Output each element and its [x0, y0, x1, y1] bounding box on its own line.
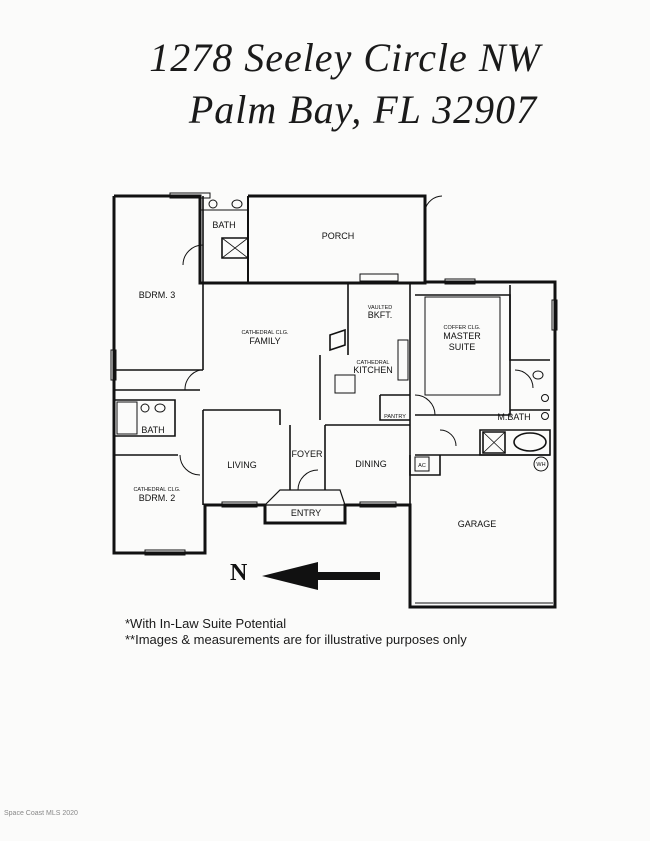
wall [116, 401, 138, 435]
sink [208, 199, 218, 209]
arrow-head [262, 562, 318, 590]
bdrm3-label: BDRM. 3 [139, 290, 176, 300]
north-letter: N [230, 560, 248, 586]
window [551, 299, 558, 331]
wall [203, 409, 281, 425]
bdrm2-label: BDRM. 2 [139, 493, 176, 503]
wall [509, 285, 550, 361]
note-disclaimer: **Images & measurements are for illustra… [125, 632, 467, 647]
door-swing [439, 429, 457, 447]
kitchen-label: KITCHEN [353, 365, 393, 375]
bath-upper-label: BATH [212, 220, 235, 230]
toilet [532, 370, 544, 380]
wall [379, 394, 410, 421]
address-line-1: 1278 Seeley Circle NW [149, 35, 541, 80]
window [359, 501, 397, 508]
master-label-2: SUITE [449, 342, 476, 352]
door-swing [297, 469, 319, 491]
window [359, 273, 399, 282]
arrow-shaft [310, 572, 380, 580]
door-swing [514, 369, 534, 389]
wh-label: WH [536, 462, 545, 468]
wall [329, 328, 346, 352]
bkft-label: BKFT. [368, 310, 393, 320]
sink [140, 403, 150, 413]
window [444, 278, 476, 285]
master-label-1: MASTER [443, 331, 481, 341]
mbath-label: M.BATH [497, 412, 530, 422]
appliance [334, 374, 356, 394]
note-inlaw: *With In-Law Suite Potential [125, 616, 287, 631]
bath-lower-label: BATH [141, 425, 164, 435]
ac-unit [414, 456, 430, 472]
foyer-label: FOYER [291, 449, 323, 459]
mls-watermark: Space Coast MLS 2020 [4, 810, 78, 817]
wall [482, 431, 506, 454]
porch-label: PORCH [322, 231, 355, 241]
window [110, 349, 117, 381]
window [221, 501, 258, 508]
wall [114, 399, 176, 437]
dining-label: DINING [355, 459, 387, 469]
bkft-ceiling-note: VAULTED [368, 305, 393, 311]
tub [513, 432, 547, 452]
wall [424, 296, 501, 396]
wall [479, 429, 551, 456]
bdrm2-ceiling-note: CATHEDRAL CLG. [133, 487, 181, 493]
outer-wall [114, 194, 427, 285]
outer-wall [112, 196, 557, 609]
door-swing [182, 244, 204, 266]
wall [415, 294, 511, 416]
window [144, 549, 186, 556]
kitchen-ceiling-note: CATHEDRAL [357, 360, 390, 366]
living-label: LIVING [227, 460, 257, 470]
wall [263, 489, 346, 506]
ac-label: AC [418, 463, 426, 469]
entry-label: ENTRY [291, 508, 321, 518]
door-swing [414, 394, 436, 416]
door-swing [424, 195, 443, 211]
door-swing [184, 369, 201, 391]
address-line-2: Palm Bay, FL 32907 [188, 87, 538, 132]
door-swing [179, 454, 201, 476]
sink [541, 412, 549, 420]
pantry-label: PANTRY [384, 414, 406, 420]
master-ceiling-note: COFFER CLG. [444, 325, 481, 331]
family-ceiling-note: CATHEDRAL CLG. [241, 330, 289, 336]
water-heater [533, 456, 549, 472]
family-label: FAMILY [249, 336, 280, 346]
sink [541, 394, 549, 402]
garage-label: GARAGE [458, 519, 497, 529]
wall [221, 237, 249, 259]
toilet [231, 199, 243, 209]
range [397, 339, 409, 381]
wall [409, 455, 441, 476]
north-arrow [262, 562, 380, 590]
window [169, 192, 211, 199]
toilet [154, 403, 166, 413]
